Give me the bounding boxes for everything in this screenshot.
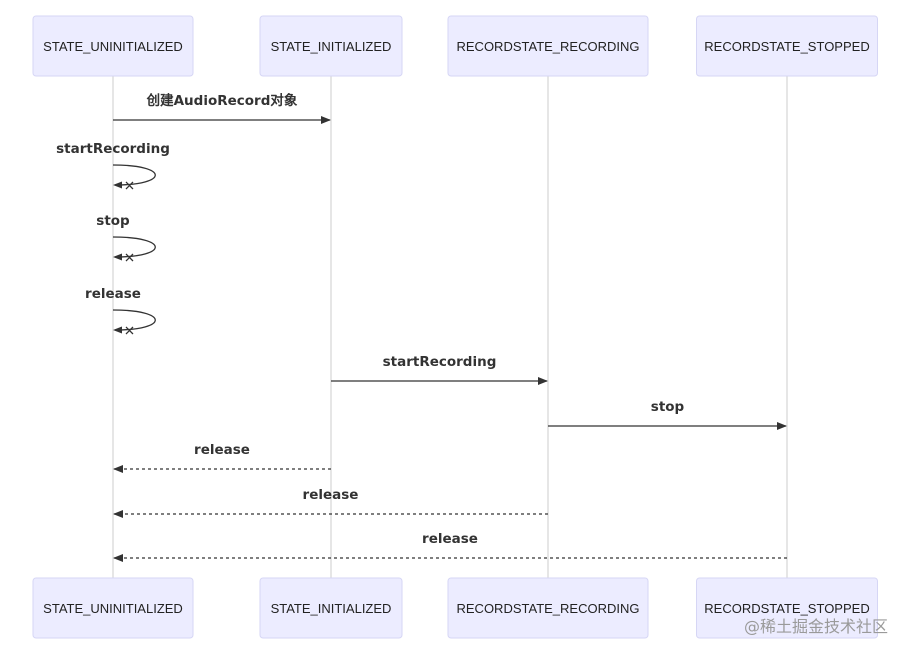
message-1: 创建AudioRecord对象 <box>113 92 331 124</box>
actor-label: STATE_INITIALIZED <box>271 601 392 616</box>
actor-box <box>696 577 878 639</box>
self-loop-arrow <box>112 236 156 258</box>
arrowhead <box>113 253 122 261</box>
watermark-text: @稀土掘金技术社区 <box>744 617 888 636</box>
actor-box <box>32 577 194 639</box>
actor-label: STATE_UNINITIALIZED <box>43 601 183 616</box>
message-label: stop <box>96 213 130 229</box>
message-6: stop <box>548 399 787 430</box>
message-label: stop <box>651 399 685 415</box>
actor-init-top: STATE_INITIALIZED <box>259 15 403 77</box>
actor-init-bottom: STATE_INITIALIZED <box>259 577 403 639</box>
actor-label: RECORDSTATE_RECORDING <box>457 601 640 616</box>
actor-box <box>32 15 194 77</box>
actor-label: RECORDSTATE_STOPPED <box>704 601 869 616</box>
actor-label: RECORDSTATE_RECORDING <box>457 39 640 54</box>
message-4: release <box>85 286 156 335</box>
message-8: release <box>113 487 548 518</box>
message-label: release <box>85 286 141 302</box>
message-label: release <box>303 487 359 503</box>
cross-icon <box>125 326 134 335</box>
actor-box <box>259 577 403 639</box>
actor-label: RECORDSTATE_STOPPED <box>704 39 869 54</box>
actor-stopped-bottom: RECORDSTATE_STOPPED <box>696 577 878 639</box>
message-label: startRecording <box>56 141 170 157</box>
message-label: startRecording <box>383 354 497 370</box>
arrowhead <box>113 326 122 334</box>
actor-recording-top: RECORDSTATE_RECORDING <box>447 15 649 77</box>
message-3: stop <box>96 213 156 262</box>
self-loop-arrow <box>112 309 156 331</box>
actor-recording-bottom: RECORDSTATE_RECORDING <box>447 577 649 639</box>
message-2: startRecording <box>56 141 170 190</box>
actor-label: STATE_UNINITIALIZED <box>43 39 183 54</box>
message-label: release <box>422 531 478 547</box>
actor-stopped-top: RECORDSTATE_STOPPED <box>696 15 878 77</box>
actor-uninit-bottom: STATE_UNINITIALIZED <box>32 577 194 639</box>
self-loop-arrow <box>112 164 156 186</box>
message-9: release <box>113 531 787 562</box>
actor-box <box>447 15 649 77</box>
cross-icon <box>125 181 134 190</box>
cross-icon <box>125 253 134 262</box>
message-7: release <box>113 442 331 473</box>
actor-uninit-top: STATE_UNINITIALIZED <box>32 15 194 77</box>
message-label: 创建AudioRecord对象 <box>146 92 298 109</box>
message-5: startRecording <box>331 354 548 385</box>
message-label: release <box>194 442 250 458</box>
arrowhead <box>113 181 122 189</box>
actor-label: STATE_INITIALIZED <box>271 39 392 54</box>
actor-box <box>259 15 403 77</box>
actor-box <box>696 15 878 77</box>
actor-box <box>447 577 649 639</box>
